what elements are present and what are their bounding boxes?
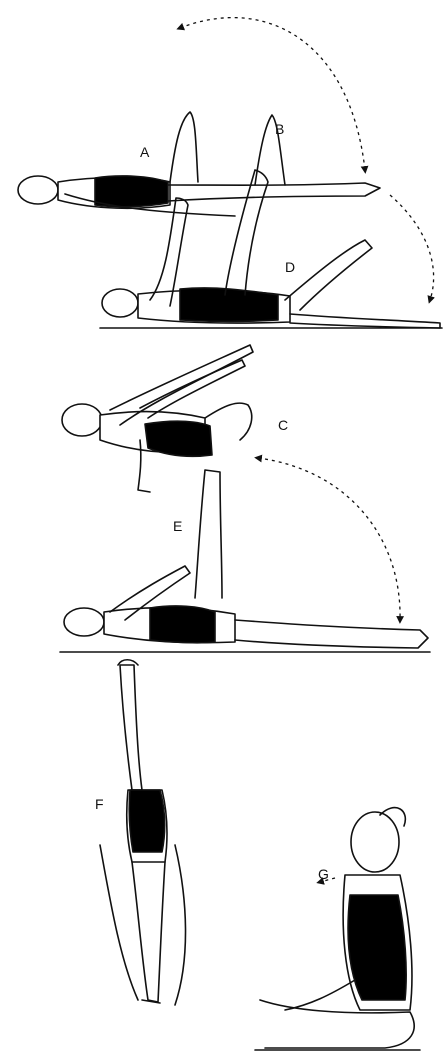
head-second bbox=[102, 289, 138, 317]
label-a: A bbox=[140, 144, 150, 160]
arrow-right-arc bbox=[390, 195, 434, 300]
thigh-fourth bbox=[195, 470, 222, 598]
arrow-lower-arc bbox=[258, 458, 400, 620]
arms-fifth bbox=[120, 665, 142, 790]
leg-fifth-outline-2 bbox=[175, 845, 186, 1005]
leg-second-flat bbox=[290, 314, 440, 328]
head-third bbox=[62, 404, 102, 436]
label-c: C bbox=[278, 417, 288, 433]
leg-top-flat bbox=[168, 183, 380, 201]
leotard-second bbox=[180, 288, 278, 322]
leg-second-diag bbox=[285, 240, 372, 310]
legs-fifth bbox=[132, 862, 165, 1002]
figure-pose-fourth bbox=[60, 470, 430, 652]
label-f: F bbox=[95, 796, 104, 812]
leg-top-raised bbox=[170, 112, 198, 182]
figure-pose-fifth bbox=[100, 660, 186, 1005]
arrow-top-arc bbox=[180, 18, 365, 170]
figure-pose-third bbox=[62, 345, 253, 492]
label-d: D bbox=[285, 259, 295, 275]
head-fourth bbox=[64, 608, 104, 636]
arms-sixth bbox=[285, 980, 355, 1010]
head-sixth bbox=[351, 812, 399, 872]
leotard-fourth bbox=[150, 606, 215, 643]
head-top bbox=[18, 176, 58, 204]
figure-pose-top bbox=[18, 112, 380, 216]
leg-second-raised bbox=[225, 170, 268, 295]
hips-third bbox=[205, 403, 252, 440]
arms-third-2 bbox=[140, 360, 245, 418]
figure-pose-sixth bbox=[255, 808, 420, 1050]
motion-arrows bbox=[180, 18, 434, 882]
leotard-fifth bbox=[129, 790, 165, 852]
label-e: E bbox=[173, 518, 182, 534]
leg-fourth-flat bbox=[235, 620, 428, 648]
leotard-sixth bbox=[348, 895, 406, 1000]
label-g: G bbox=[318, 866, 329, 882]
leotard-third bbox=[145, 421, 212, 456]
leotard-top bbox=[95, 176, 168, 207]
